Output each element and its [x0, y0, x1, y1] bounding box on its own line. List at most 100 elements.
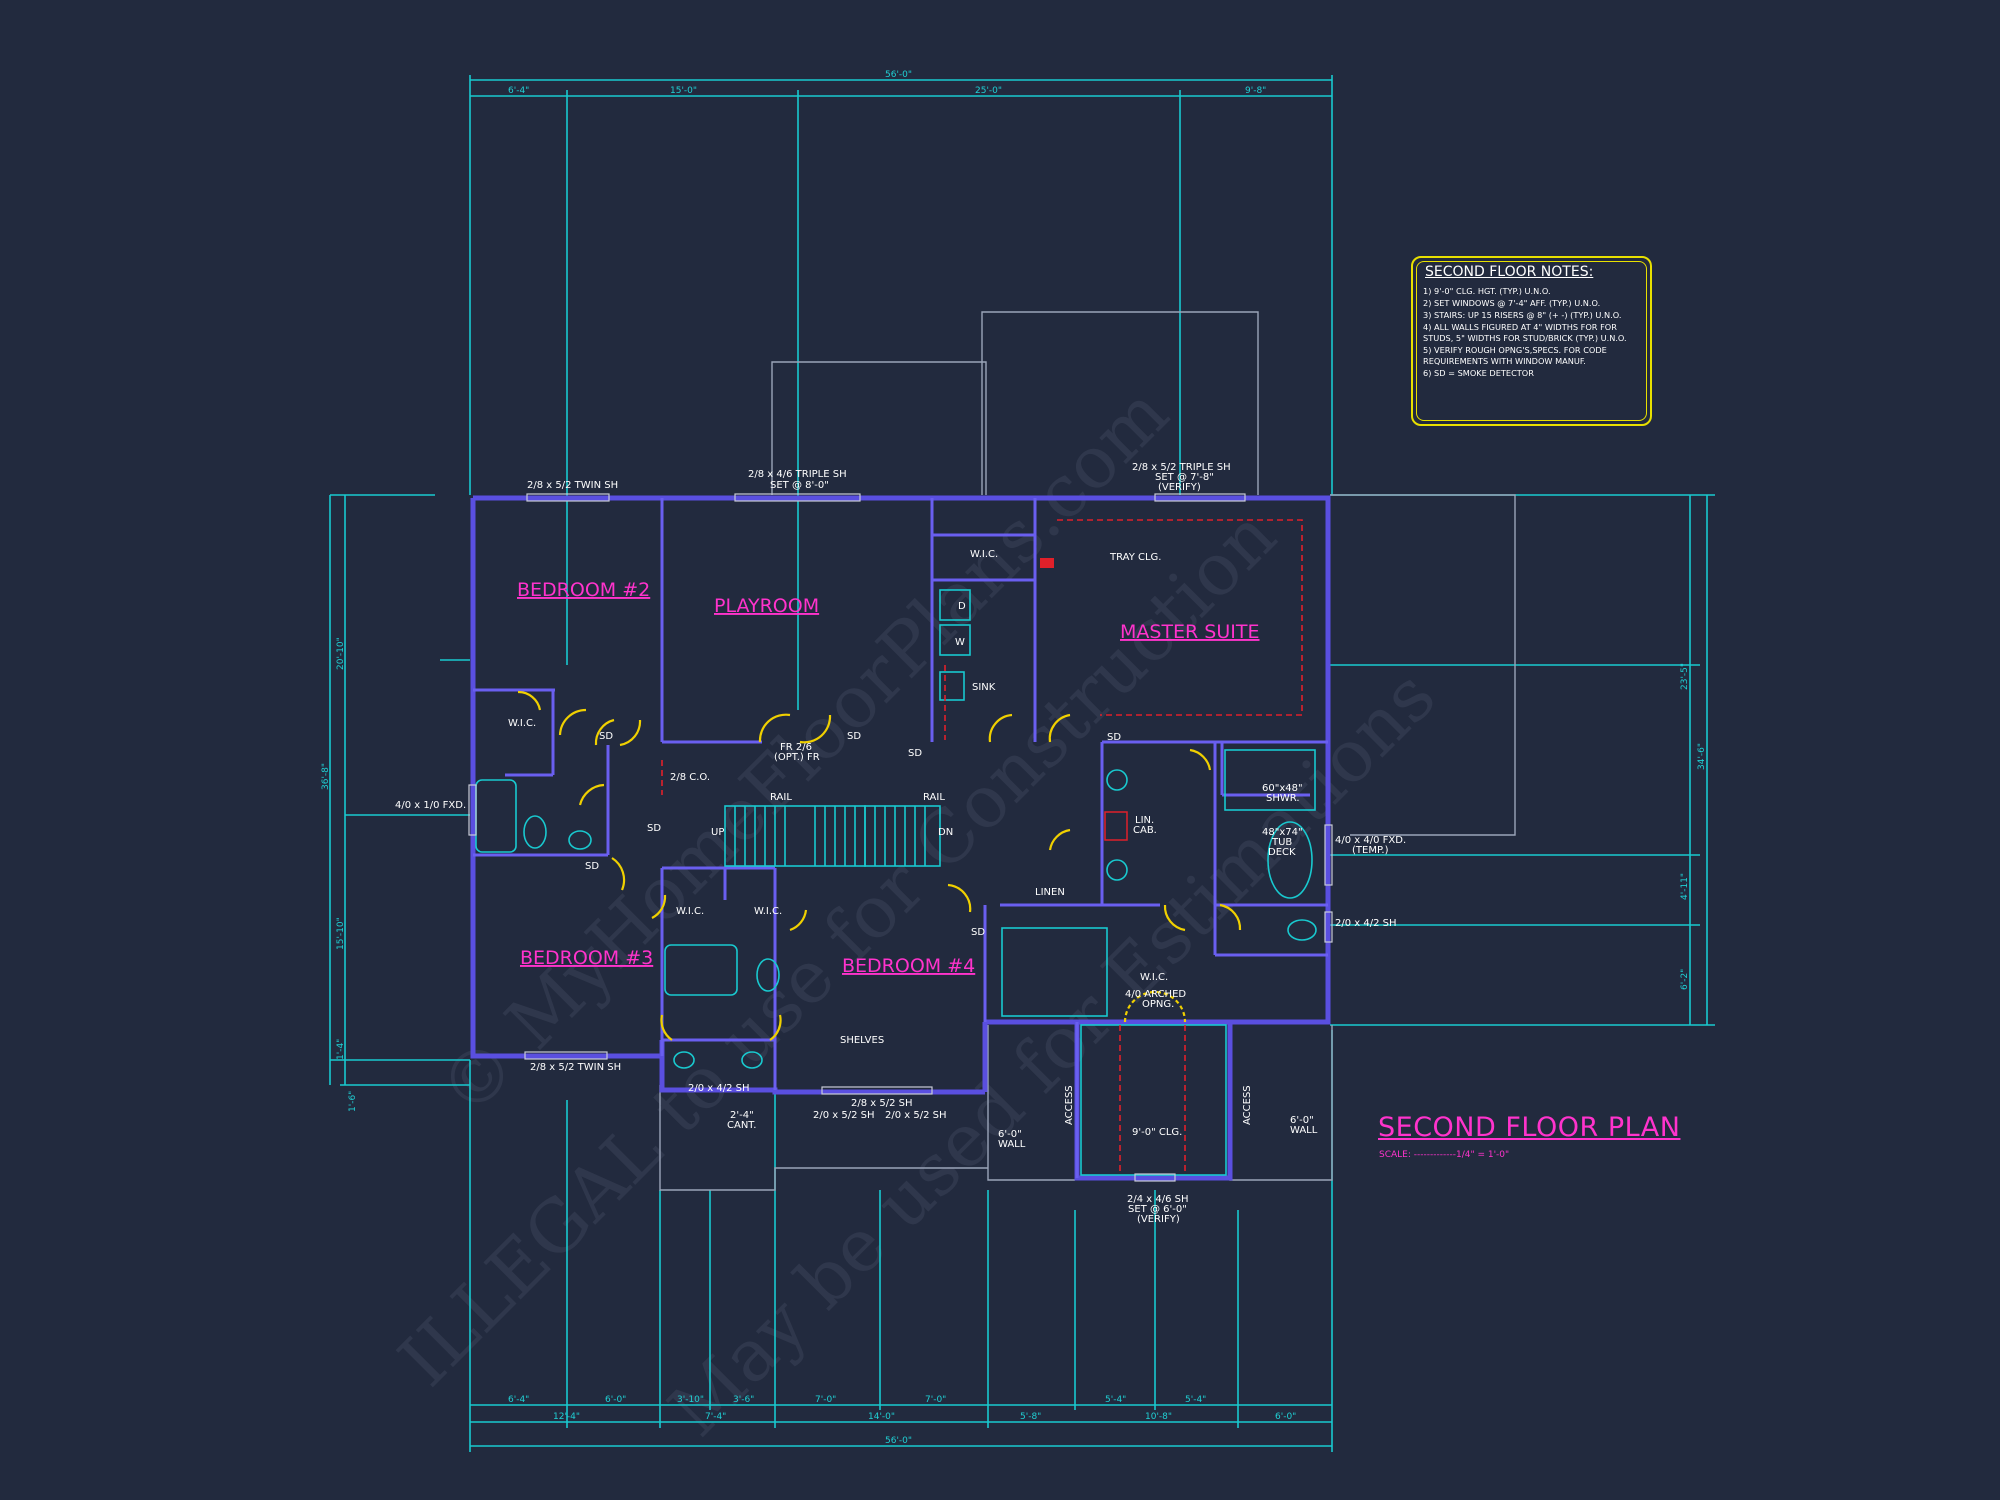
label-arched-2: OPNG. [1142, 999, 1174, 1010]
label-wall-right-1: 6'-0" [1290, 1115, 1314, 1126]
interior-walls [473, 498, 1328, 1178]
label-wic-bath-1: W.I.C. [676, 906, 704, 917]
label-window-bedroom3: 2/8 x 5/2 TWIN SH [530, 1062, 621, 1073]
annotations: 2/8 x 5/2 TWIN SH 2/8 x 4/6 TRIPLE SH SE… [395, 462, 1406, 1225]
label-tub-2: TUB [1271, 837, 1292, 848]
plan-title: SECOND FLOOR PLAN [1378, 1112, 1681, 1143]
dim-top-4: 9'-8" [1245, 86, 1266, 96]
label-fixed-left: 4/0 x 1/0 FXD. [395, 800, 466, 811]
dim-bot-8: 5'-4" [1185, 1395, 1206, 1405]
label-window-playroom-1: 2/8 x 4/6 TRIPLE SH [748, 469, 847, 480]
dim-bot-2: 6'-0" [605, 1395, 626, 1405]
dim-left-1: 20'-10" [336, 637, 346, 670]
dim-top-3: 25'-0" [975, 86, 1002, 96]
dim-bot-4: 3'-6" [733, 1395, 754, 1405]
label-rail-1: RAIL [770, 792, 792, 803]
label-fixed-right-2: (TEMP.) [1352, 845, 1389, 856]
label-sh-right: 2/0 x 4/2 SH [1335, 918, 1397, 929]
label-tub-3: DECK [1268, 847, 1296, 858]
note-item-6: 6) SD = SMOKE DETECTOR [1423, 368, 1534, 378]
top-dimensions: 56'-0" 6'-4" 15'-0" 25'-0" 9'-8" [469, 70, 1333, 710]
fixtures [475, 589, 1317, 1176]
label-wic-bath-2: W.I.C. [754, 906, 782, 917]
label-bottom-window-1: 2/4 x 4/6 SH [1127, 1194, 1189, 1205]
notes-title: SECOND FLOOR NOTES: [1425, 264, 1594, 280]
plan-scale: SCALE: -------------1/4" = 1'-0" [1379, 1150, 1510, 1160]
second-floor-notes-panel: SECOND FLOOR NOTES: 1) 9'-0" CLG. HGT. (… [1411, 256, 1652, 426]
dim-left-4: 1'-4" [336, 1039, 346, 1060]
note-item-2: 2) SET WINDOWS @ 7'-4" AFF. (TYP.) U.N.O… [1423, 298, 1601, 308]
label-rail-2: RAIL [923, 792, 945, 803]
right-dimensions: 23'-5" 34'-6" 4'-11" 6'-2" [1330, 494, 1715, 1026]
dim-left-2: 36'-8" [321, 763, 331, 790]
label-dryer: D [958, 601, 966, 612]
label-access-2: ACCESS [1242, 1085, 1253, 1125]
smoke-detector-1: SD [599, 731, 613, 742]
label-window-playroom-2: SET @ 8'-0" [770, 480, 829, 491]
room-bedroom-3: BEDROOM #3 [520, 947, 653, 969]
label-lin-cab-2: CAB. [1133, 825, 1157, 836]
smoke-detector-7: SD [971, 927, 985, 938]
label-sh-bedroom3: 2/0 x 4/2 SH [688, 1083, 750, 1094]
label-bottom-window-3: (VERIFY) [1137, 1214, 1180, 1225]
note-item-5: 5) VERIFY ROUGH OPNG'S,SPECS. FOR CODE R… [1423, 345, 1607, 366]
label-sink: SINK [972, 682, 996, 693]
dim-bot-row2-1: 12'-4" [553, 1412, 580, 1422]
smoke-detector-4: SD [847, 731, 861, 742]
label-wall-left-2: WALL [998, 1139, 1026, 1150]
dim-right-2: 34'-6" [1697, 743, 1707, 770]
label-sh-bedroom4-a: 2/0 x 5/2 SH [813, 1110, 875, 1121]
label-window-bedroom2: 2/8 x 5/2 TWIN SH [527, 480, 618, 491]
room-master-suite: MASTER SUITE [1120, 621, 1260, 643]
dim-left-5: 1'-6" [348, 1091, 358, 1112]
dim-bot-1: 6'-4" [508, 1395, 529, 1405]
label-bottom-window-2: SET @ 6'-0" [1128, 1204, 1187, 1215]
note-item-4: 4) ALL WALLS FIGURED AT 4" WIDTHS FOR FO… [1423, 322, 1627, 343]
label-window-master-3: (VERIFY) [1158, 482, 1201, 493]
label-fr-1: FR 2/6 [780, 742, 812, 753]
windows [468, 493, 1333, 1182]
label-arched-1: 4/0 ARCHED [1125, 989, 1186, 1000]
dim-bot-row2-3: 14'-0" [868, 1412, 895, 1422]
dim-bot-6: 7'-0" [925, 1395, 946, 1405]
note-item-3: 3) STAIRS: UP 15 RISERS @ 8" (+ -) (TYP.… [1423, 310, 1622, 320]
smoke-detector-3: SD [647, 823, 661, 834]
label-cant-1: 2'-4" [730, 1110, 754, 1121]
notes-list: 1) 9'-0" CLG. HGT. (TYP.) U.N.O. 2) SET … [1423, 286, 1640, 379]
dim-overall-top: 56'-0" [885, 70, 912, 80]
label-washer: W [955, 637, 965, 648]
label-window-master-2: SET @ 7'-8" [1155, 472, 1214, 483]
staircase [724, 805, 941, 867]
label-9ft-ceiling: 9'-0" CLG. [1132, 1127, 1182, 1138]
dim-bot-row2-5: 10'-8" [1145, 1412, 1172, 1422]
label-tub-1: 48"x74" [1262, 827, 1303, 838]
label-stairs-up: UP [711, 827, 724, 838]
label-shelves: SHELVES [840, 1035, 884, 1046]
label-cant-2: CANT. [727, 1120, 756, 1131]
label-shower-1: 60"x48" [1262, 783, 1303, 794]
dim-bot-3: 3'-10" [677, 1395, 704, 1405]
door-swings [517, 690, 1242, 1041]
dim-bot-7: 5'-4" [1105, 1395, 1126, 1405]
smoke-detector-5: SD [908, 748, 922, 759]
label-fixed-right-1: 4/0 x 4/0 FXD. [1335, 835, 1406, 846]
label-linen: LINEN [1035, 887, 1065, 898]
smoke-detector-2: SD [585, 861, 599, 872]
label-access-1: ACCESS [1064, 1085, 1075, 1125]
label-wall-right-2: WALL [1290, 1125, 1318, 1136]
label-shower-2: SHWR. [1266, 793, 1300, 804]
label-wall-left-1: 6'-0" [998, 1129, 1022, 1140]
dim-bot-row2-4: 5'-8" [1020, 1412, 1041, 1422]
label-sh-bedroom4-c: 2/8 x 5/2 SH [851, 1098, 913, 1109]
label-tray-ceiling: TRAY CLG. [1109, 552, 1161, 563]
dim-bot-5: 7'-0" [815, 1395, 836, 1405]
label-coat-closet: 2/8 C.O. [670, 772, 710, 783]
room-bedroom-4: BEDROOM #4 [842, 955, 975, 977]
watermark: © MyHomeFloorPlans.com ILLEGAL to use fo… [383, 370, 1452, 1452]
dim-top-2: 15'-0" [670, 86, 697, 96]
note-item-1: 1) 9'-0" CLG. HGT. (TYP.) U.N.O. [1423, 286, 1551, 296]
dim-right-4: 6'-2" [1680, 969, 1690, 990]
room-bedroom-2: BEDROOM #2 [517, 579, 650, 601]
label-wic-bedroom2: W.I.C. [508, 718, 536, 729]
